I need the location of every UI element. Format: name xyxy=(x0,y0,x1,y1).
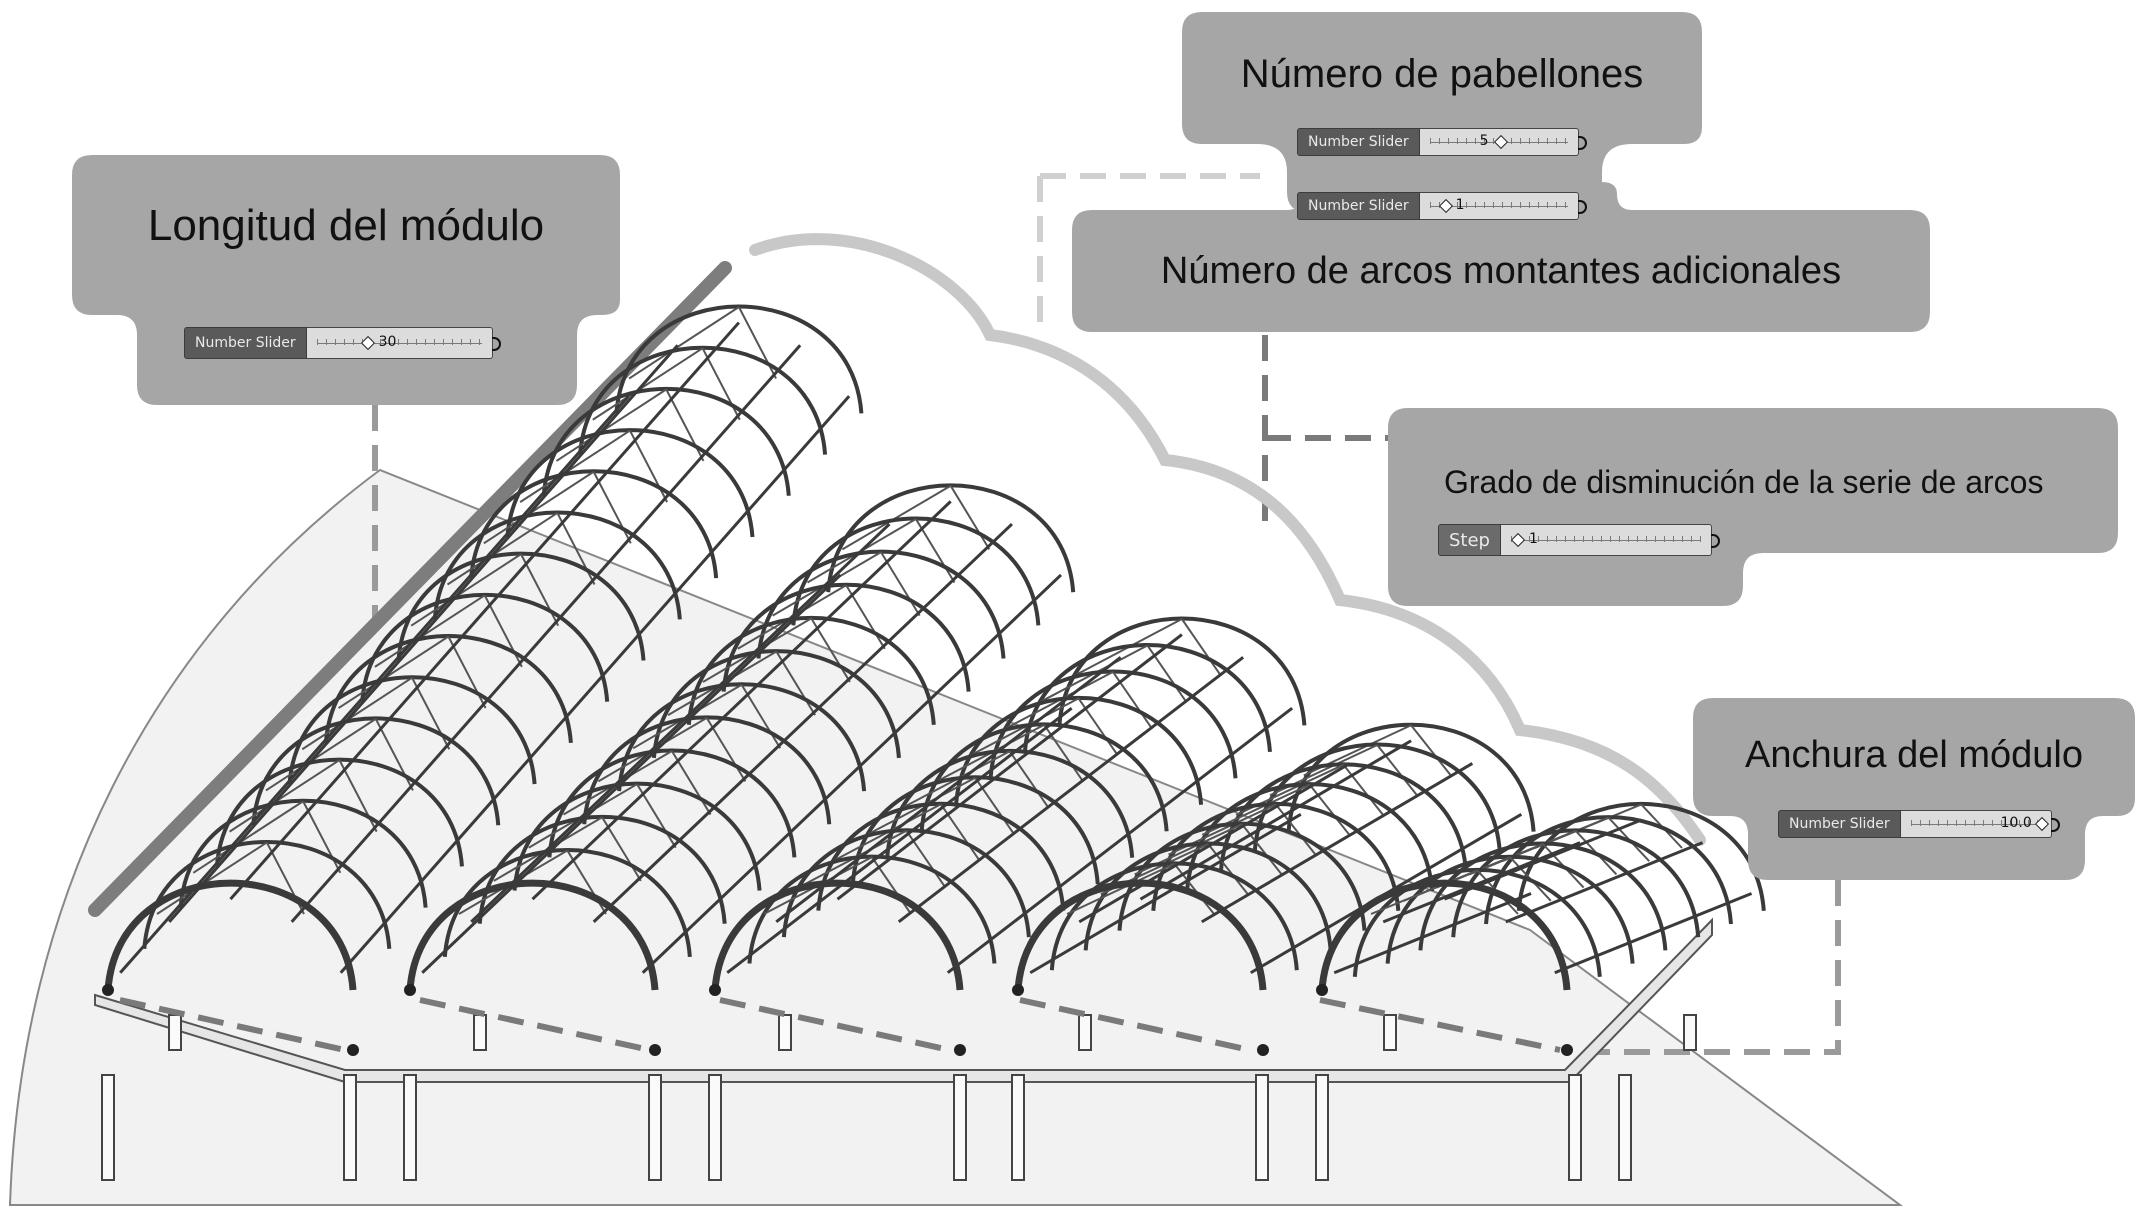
column-6 xyxy=(648,1074,662,1181)
panel-arcos-bg xyxy=(1072,182,1930,332)
column-10 xyxy=(1011,1074,1025,1181)
ground-dashes xyxy=(119,997,1561,1053)
slider-longitud-label: Number Slider xyxy=(184,327,307,359)
slider-arcos[interactable]: Number Slider 1 xyxy=(1297,192,1587,220)
label-longitud: Longitud del módulo xyxy=(147,201,545,250)
roof-profile-highlight xyxy=(749,233,1706,846)
slider-arcos-grip[interactable] xyxy=(1577,200,1587,214)
panel-grado: Grado de disminución de la serie de arco… xyxy=(1388,408,2118,606)
column-4 xyxy=(403,1074,417,1181)
panel-arcos: Number Slider 1 Número de arcos montante… xyxy=(1072,182,1930,332)
slider-anchura-label: Number Slider xyxy=(1778,810,1901,838)
panel-pabellones-bg xyxy=(1182,12,1702,212)
slider-anchura-track[interactable]: 10.0 xyxy=(1900,810,2060,838)
column-17 xyxy=(1683,1014,1697,1051)
column-15 xyxy=(1568,1074,1582,1181)
slider-pabellones[interactable]: Number Slider 5 xyxy=(1297,128,1587,156)
column-12 xyxy=(1255,1074,1269,1181)
platform-columns xyxy=(101,1014,1697,1181)
column-8 xyxy=(778,1014,792,1051)
slider-arcos-label: Number Slider xyxy=(1297,192,1420,220)
pavilion-2 xyxy=(406,483,1076,991)
column-13 xyxy=(1315,1074,1329,1181)
column-3 xyxy=(343,1074,357,1181)
pavilion-3 xyxy=(711,616,1307,991)
slider-grado-label: Step xyxy=(1438,524,1501,556)
slider-longitud-track[interactable]: 30 xyxy=(306,327,501,359)
slider-anchura-grip[interactable] xyxy=(2050,818,2060,832)
slider-grado[interactable]: Step 1 xyxy=(1438,524,1720,556)
column-14 xyxy=(1383,1014,1397,1051)
slider-grado-grip[interactable] xyxy=(1710,534,1720,548)
column-9 xyxy=(953,1074,967,1181)
label-anchura: Anchura del módulo xyxy=(1745,734,2083,776)
slider-longitud[interactable]: Number Slider 30 xyxy=(184,327,501,359)
column-11 xyxy=(1078,1014,1092,1051)
panel-longitud: Longitud del módulo Number Slider 30 xyxy=(72,155,620,405)
column-1 xyxy=(101,1074,115,1181)
panel-grado-bg xyxy=(1388,408,2118,606)
slider-longitud-grip[interactable] xyxy=(491,337,501,351)
slider-pabellones-label: Number Slider xyxy=(1297,128,1420,156)
slider-anchura-value: 10.0 xyxy=(2000,815,2032,831)
slider-longitud-value: 30 xyxy=(378,334,397,350)
slider-pabellones-track[interactable]: 5 xyxy=(1419,128,1587,156)
slider-anchura[interactable]: Number Slider 10.0 xyxy=(1778,810,2060,838)
pavilion-frames xyxy=(104,304,1766,991)
panel-longitud-bg xyxy=(72,155,620,405)
pavilion-4 xyxy=(1014,722,1536,991)
label-grado: Grado de disminución de la serie de arco… xyxy=(1444,464,2044,500)
slider-grado-value: 1 xyxy=(1528,531,1538,547)
panel-pabellones: Número de pabellones Number Slider 5 xyxy=(1182,12,1702,212)
panel-anchura: Anchura del módulo Number Slider 10.0 xyxy=(1693,698,2135,880)
slider-arcos-track[interactable]: 1 xyxy=(1419,192,1587,220)
slider-pabellones-grip[interactable] xyxy=(1577,136,1587,150)
column-5 xyxy=(473,1014,487,1051)
pavilion-1 xyxy=(104,304,864,991)
slider-pabellones-value: 5 xyxy=(1479,133,1489,149)
pavilion-5 xyxy=(1318,802,1766,991)
label-pabellones: Número de pabellones xyxy=(1240,52,1644,96)
panel-anchura-bg xyxy=(1693,698,2135,880)
slider-arcos-value: 1 xyxy=(1455,197,1465,213)
frame-bases xyxy=(102,984,1573,1056)
column-2 xyxy=(168,1014,182,1051)
column-7 xyxy=(708,1074,722,1181)
label-arcos: Número de arcos montantes adicionales xyxy=(1160,250,1842,292)
column-16 xyxy=(1618,1074,1632,1181)
slider-grado-track[interactable]: 1 xyxy=(1500,524,1720,556)
